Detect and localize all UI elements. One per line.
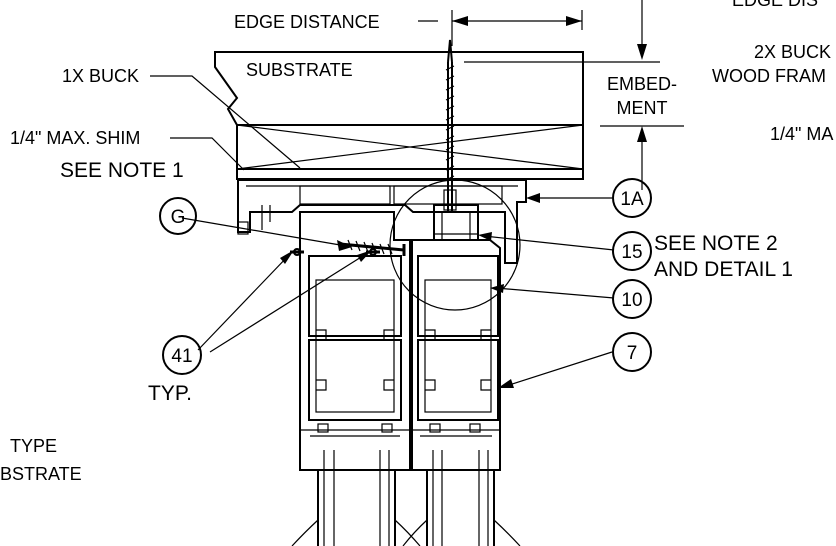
frame-screw [339,239,406,256]
substrate-screw [443,39,457,212]
and-detail-1-label: AND DETAIL 1 [654,258,793,281]
callout-15: 15 [612,231,652,271]
callout-g-text: G [171,207,186,228]
shim-label: 1/4" MAX. SHIM [10,128,140,148]
substrate-label: SUBSTRATE [246,60,353,80]
see-note-2-label: SEE NOTE 2 [654,232,778,255]
buck-1x-label: 1X BUCK [62,66,139,86]
detail-circle [389,179,521,311]
buck-block [236,124,584,170]
callout-1a: 1A [612,178,652,218]
buck-2x-label: 2X BUCK [754,42,831,62]
callout-7: 7 [612,332,652,372]
embedment-label-line2: MENT [617,98,668,118]
edge-distance-dimension [418,10,660,63]
bstrate-cut-label: BSTRATE [0,464,82,484]
callout-7-text: 7 [627,343,638,364]
left-jamb-profile [299,211,411,471]
shim-cut-label: 1/4" MA [770,124,833,144]
leader-lines [150,75,615,388]
shim-block [236,168,584,180]
type-cut-label: TYPE [10,436,57,456]
callout-41: 41 [162,335,202,375]
callout-41-text: 41 [171,346,192,367]
wood-frame-label: WOOD FRAM [712,66,826,86]
frame-head-profile [237,179,527,264]
callout-10-text: 10 [621,290,642,311]
embedment-label-line1: EMBED- [607,74,677,94]
callout-15-text: 15 [621,242,642,263]
callout-10: 10 [612,279,652,319]
right-jamb-profile [411,239,501,471]
substrate-block [214,51,584,126]
lower-stiles [291,450,521,546]
see-note-1-label: SEE NOTE 1 [60,159,184,182]
typ-label: TYP. [148,382,192,405]
callout-g: G [159,197,197,235]
embedment-dimension [600,0,684,190]
edge-distance-label: EDGE DISTANCE [234,12,380,32]
edge-distance-cut-label: EDGE DIS [732,0,818,10]
callout-1a-text: 1A [620,189,644,210]
